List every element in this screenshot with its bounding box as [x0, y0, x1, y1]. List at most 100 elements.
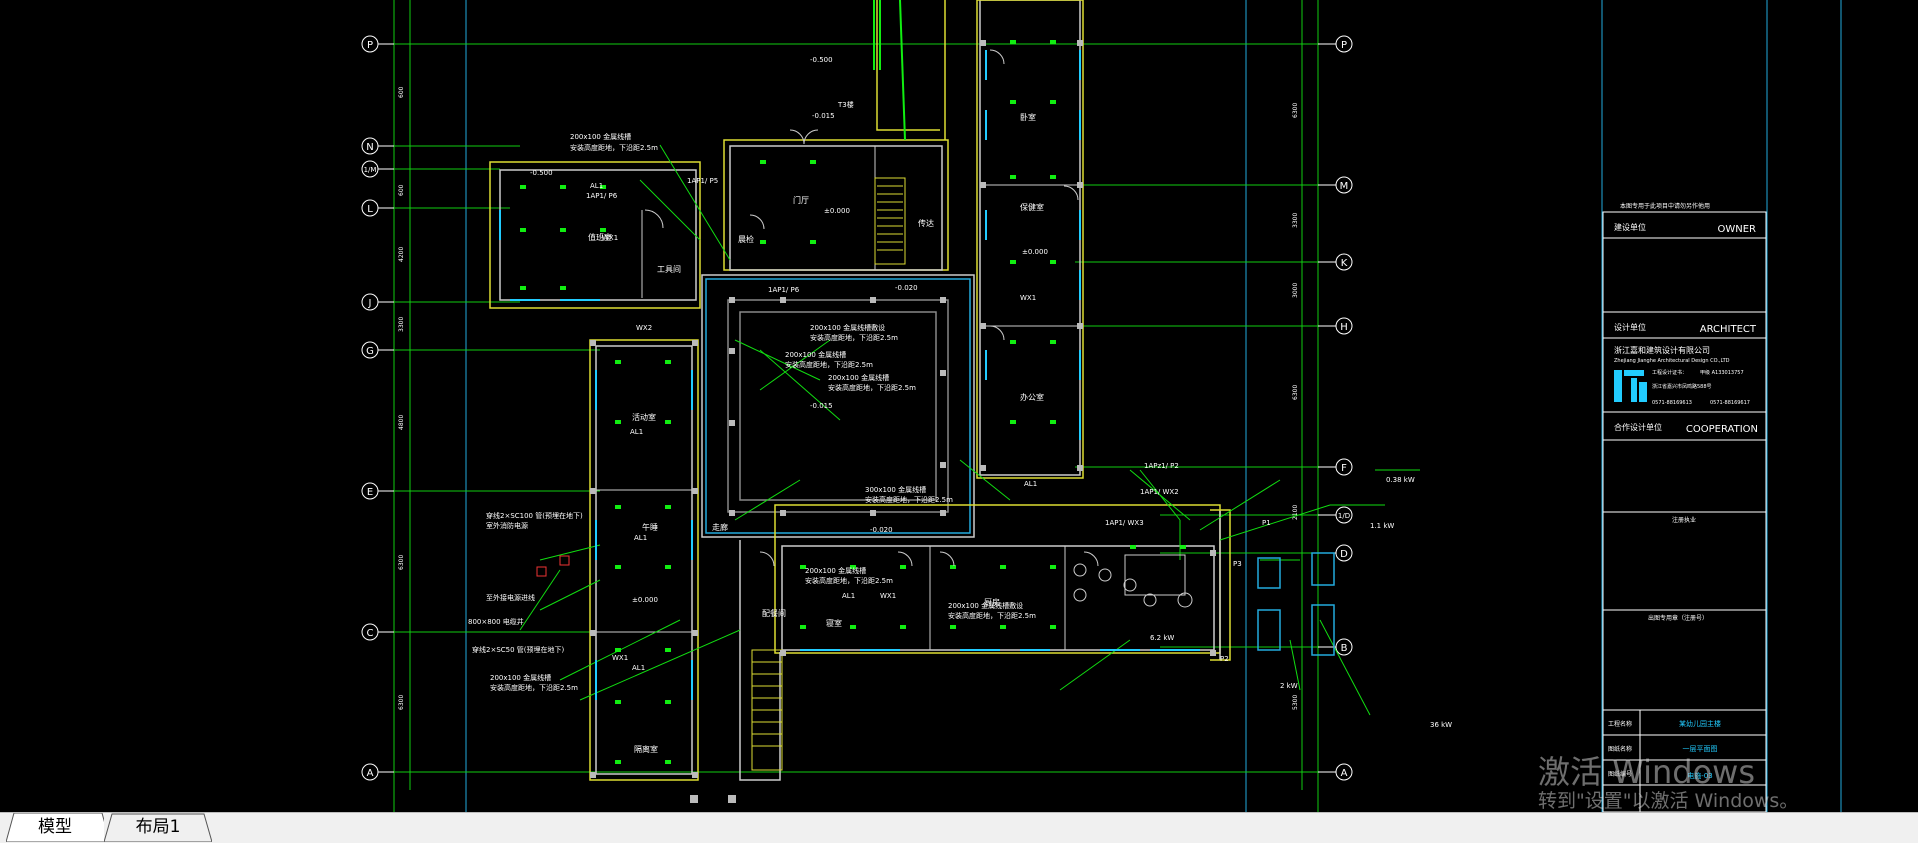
tab-layout1-label: 布局1 — [135, 817, 181, 837]
panel-label: 1APz1/ P2 — [1144, 462, 1179, 470]
annotation: 穿线2×SC50 管(预埋在地下) — [472, 645, 565, 654]
svg-text:3300: 3300 — [398, 317, 405, 332]
annotation: 200x100 金属线槽 — [785, 350, 846, 359]
annotation: 300x100 金属线槽 — [865, 485, 926, 494]
axis-label: C — [367, 628, 374, 639]
light-fixtures — [520, 40, 1186, 764]
power-label: 2 kW — [1280, 682, 1298, 690]
axis-label: M — [1340, 181, 1349, 192]
room-label: 保健室 — [1020, 202, 1044, 212]
windows — [499, 50, 1200, 700]
panel-label: P3 — [1233, 560, 1242, 568]
wiring-leaders — [519, 144, 1420, 716]
svg-text:6300: 6300 — [1292, 103, 1299, 118]
row-drawing-label: 图纸名称 — [1608, 745, 1632, 753]
annotation: 200x100 金属线槽敷设 — [810, 323, 885, 332]
elevation-label: -0.500 — [810, 56, 833, 64]
elevation-label: -0.020 — [870, 526, 893, 534]
outdoor-equipment — [1257, 552, 1335, 656]
axis-label: L — [367, 204, 373, 215]
panel-label: AL1 — [634, 534, 647, 542]
panel-label: AL1 — [590, 182, 603, 190]
axis-label: N — [366, 142, 373, 153]
cooperation-label: 合作设计单位 — [1614, 422, 1662, 432]
axis-label: F — [1341, 463, 1347, 474]
panel-label: WX1 — [880, 592, 896, 600]
svg-text:3000: 3000 — [1292, 283, 1299, 298]
svg-text:600: 600 — [398, 86, 405, 98]
stamp-label: 出图专用章（注册号） — [1648, 614, 1708, 622]
elevation-label: ±0.000 — [632, 596, 658, 604]
annotation: 室外消防电源 — [486, 521, 528, 530]
project-note: 本图专用于此项目中请勿另作他用 — [1620, 202, 1710, 210]
owner-label-en: OWNER — [1717, 224, 1756, 235]
company-name-en: Zhejiang Jianghe Architectural Design CO… — [1614, 358, 1730, 364]
architect-label: 设计单位 — [1614, 322, 1646, 332]
panel-labels: AL1 1AP1/ P6 WX1 WX2 1AP1/ P5 1AP1/ P6 1… — [586, 177, 1271, 672]
power-label: 1.1 kW — [1370, 522, 1394, 530]
panel-label: WX1 — [1020, 294, 1036, 302]
annotation: 安装高度距地，下沿距2.5m — [490, 683, 578, 692]
axis-label: G — [366, 346, 374, 357]
toilet-fixtures — [1073, 554, 1193, 608]
panel-label: P1 — [1262, 519, 1271, 527]
annotation: 穿线2×SC100 管(预埋在地下) — [486, 511, 583, 520]
power-label: 6.2 kW — [1150, 634, 1174, 642]
cert-number: 甲级 A133013757 — [1700, 369, 1744, 376]
room-label: 厨房 — [984, 597, 1000, 607]
annotation: 安装高度距地，下沿距2.5m — [785, 360, 873, 369]
company-phone: 0571-88169613 — [1652, 400, 1692, 406]
axis-label: B — [1341, 643, 1348, 654]
panel-label: AL1 — [842, 592, 855, 600]
annotation: 安装高度距地，下沿距2.5m — [805, 576, 893, 585]
annotation: 200x100 金属线槽 — [570, 132, 631, 141]
cooperation-label-en: COOPERATION — [1686, 424, 1758, 435]
windows-activation-watermark: 激活 Windows 转到"设置"以激活 Windows。 — [1538, 754, 1918, 812]
company-fax: 0571-88169617 — [1710, 400, 1750, 406]
svg-text:2100: 2100 — [1292, 505, 1299, 520]
room-label: 卧室 — [1020, 112, 1036, 122]
axis-leaders-left — [378, 43, 394, 773]
panel-label: AL1 — [1024, 480, 1037, 488]
stairs — [751, 177, 906, 771]
svg-text:3300: 3300 — [1292, 213, 1299, 228]
axis-bubbles-left — [361, 35, 379, 781]
elevation-label: -0.015 — [812, 112, 835, 120]
room-labels: 值班室 门厅 晨检 传达 工具间 保健室 办公室 活动室 午睡 卧室 隔离室 配… — [588, 112, 1044, 754]
svg-text:6300: 6300 — [398, 555, 405, 570]
annotation: 安装高度距地，下沿距2.5m — [828, 383, 916, 392]
room-label: 配餐间 — [762, 609, 786, 618]
room-label: 活动室 — [632, 412, 656, 422]
svg-text:4800: 4800 — [398, 415, 405, 430]
panel-label: 1AP1/ P6 — [768, 286, 800, 294]
panel-label: 1AP1/ P5 — [687, 177, 718, 185]
doors — [644, 49, 1099, 567]
elevation-label: -0.500 — [530, 169, 553, 177]
row-drawing-value: 一层平面图 — [1683, 745, 1718, 753]
row-number-label: 图纸编号 — [1608, 770, 1632, 778]
row-project-value: 某幼儿园主楼 — [1679, 719, 1721, 728]
power-labels: 0.38 kW 1.1 kW 2 kW 36 kW 6.2 kW -0.500 … — [530, 56, 1452, 729]
drawing-frame — [465, 0, 1842, 812]
tab-layout1[interactable]: 布局1 — [104, 813, 212, 842]
green-busway — [873, 0, 906, 141]
svg-text:6300: 6300 — [1292, 385, 1299, 400]
axis-label: A — [367, 768, 374, 779]
axis-label: A — [1341, 768, 1348, 779]
cad-model-space[interactable]: P N 1/M L J G E C A P M K H F 1/ — [0, 0, 1918, 812]
power-label: 36 kW — [1430, 721, 1452, 729]
architect-label-en: ARCHITECT — [1700, 324, 1757, 335]
annotation: 800×800 电缆井 — [468, 617, 524, 626]
panel-label: AL1 — [630, 428, 643, 436]
watermark-title: 激活 Windows — [1538, 753, 1756, 791]
tab-model[interactable]: 模型 — [6, 813, 104, 842]
layout-tab-bar: 模型 布局1 — [0, 812, 1918, 843]
row-project-label: 工程名称 — [1608, 720, 1632, 728]
room-label: 走廊 — [712, 522, 728, 532]
axis-label: 1/D — [1338, 512, 1350, 520]
axis-label: E — [367, 487, 373, 498]
room-label: 传达 — [918, 218, 934, 228]
elevation-label: -0.020 — [895, 284, 918, 292]
panel-label: 1AP1/ WX3 — [1105, 519, 1144, 527]
room-label: 工具间 — [657, 265, 681, 274]
